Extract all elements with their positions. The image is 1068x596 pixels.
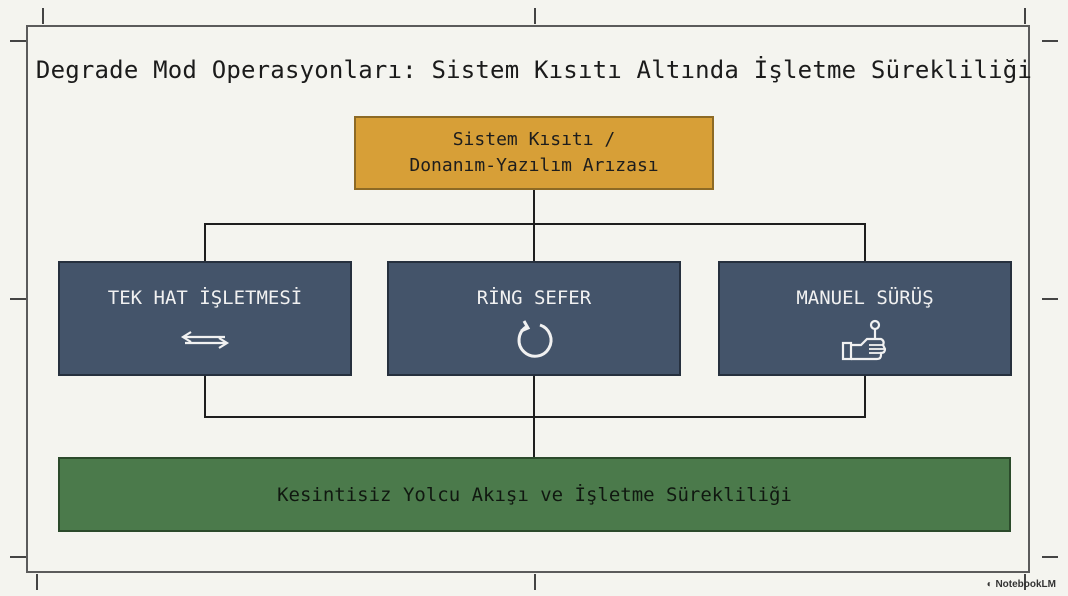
- connector-bottom-stem: [533, 416, 535, 457]
- frame-tick: [10, 556, 26, 558]
- bidirectional-arrow-icon: [179, 325, 231, 360]
- connector-bottom-bus: [204, 416, 866, 418]
- connector-center-up: [533, 376, 535, 417]
- mode-box-manual-driving: MANUEL SÜRÜŞ: [718, 261, 1012, 376]
- circular-arrow-icon: [512, 319, 556, 368]
- connector-left-down: [204, 223, 206, 261]
- notebooklm-watermark: ◐ NotebookLM: [987, 579, 1056, 590]
- diagram-frame: [26, 25, 1030, 573]
- connector-top-bus: [204, 223, 866, 225]
- frame-tick: [42, 8, 44, 24]
- hand-joystick-icon: [839, 319, 891, 370]
- frame-tick: [534, 8, 536, 24]
- mode-box-ring: RİNG SEFER: [387, 261, 681, 376]
- system-constraint-line2: Donanım-Yazılım Arızası: [409, 155, 659, 176]
- continuity-outcome-label: Kesintisiz Yolcu Akışı ve İşletme Sürekl…: [277, 483, 792, 506]
- mode-label: TEK HAT İŞLETMESİ: [107, 287, 303, 309]
- diagram-title: Degrade Mod Operasyonları: Sistem Kısıtı…: [35, 56, 1033, 84]
- connector-right-down: [864, 223, 866, 261]
- frame-tick: [1024, 8, 1026, 24]
- frame-tick: [1042, 40, 1058, 42]
- connector-top-stem: [533, 190, 535, 224]
- frame-tick: [534, 574, 536, 590]
- frame-tick: [10, 298, 26, 300]
- frame-tick: [1042, 298, 1058, 300]
- connector-center-down: [533, 223, 535, 261]
- frame-tick: [36, 574, 38, 590]
- connector-left-up: [204, 376, 206, 417]
- mode-label: MANUEL SÜRÜŞ: [796, 287, 934, 309]
- mode-label: RİNG SEFER: [476, 287, 592, 309]
- connector-right-up: [864, 376, 866, 417]
- continuity-outcome-box: Kesintisiz Yolcu Akışı ve İşletme Sürekl…: [58, 457, 1011, 532]
- watermark-label: NotebookLM: [995, 579, 1056, 590]
- frame-tick: [1042, 556, 1058, 558]
- system-constraint-line1: Sistem Kısıtı /: [452, 129, 616, 150]
- system-constraint-box: Sistem Kısıtı / Donanım-Yazılım Arızası: [354, 116, 714, 190]
- frame-tick: [10, 40, 26, 42]
- frame-tick: [1024, 574, 1026, 590]
- notebooklm-logo-icon: ◐: [986, 579, 993, 590]
- mode-box-single-track: TEK HAT İŞLETMESİ: [58, 261, 352, 376]
